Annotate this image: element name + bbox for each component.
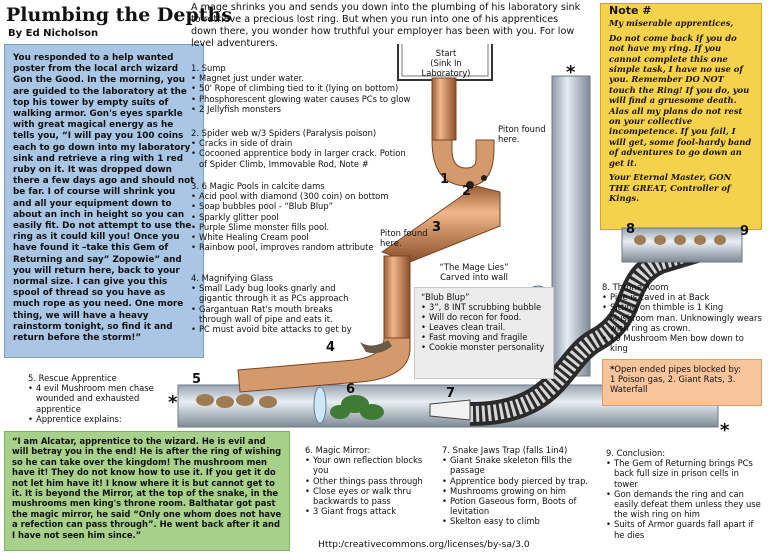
snake-jaws [429,399,471,421]
key-3-item: Rainbow pool, improves random attribute [191,242,391,252]
key-4-item: PC must avoid bite attacks to get by [191,324,367,334]
map-number-3: 3 [432,220,442,235]
note-heading: Note # [609,4,652,17]
key-8-item: Pipe is caved in at Back [602,292,762,302]
blub-item: Leaves clean trail. [421,322,547,332]
key-9-item: The Gem of Returning brings PCs back ful… [606,458,764,489]
blub-item: Fast moving and fragile [421,332,547,342]
key-8-throne-room: 8. Throne Room Pipe is caved in at Back … [602,282,762,353]
start-label: Start (Sink In Laboratory) [421,48,471,78]
key-1-sump: 1. Sump Magnet just under water. 50' Rop… [191,63,441,114]
spider [466,175,487,189]
rat-mouth [360,340,392,354]
intro-panel: You responded to a help wanted poster fr… [4,44,204,358]
key-4-item: Small Lady bug looks gnarly and gigantic… [191,283,367,303]
key-2-item: Cracks in side of drain [191,138,413,148]
key-7-item: Giant Snake skeleton fills the passage [442,455,600,475]
map-number-1: 1 [440,172,450,187]
key-4-item: Gargantuan Rat's mouth breaks through wa… [191,304,367,324]
map-number-7: 7 [446,386,456,401]
map-number-8: 8 [626,222,636,237]
key-3-item: White Healing Cream pool [191,232,391,242]
key-8-title: 8. Throne Room [602,282,669,292]
copper-pipe-4 [383,255,411,341]
blocked-title: *Open ended pipes blocked by: [610,364,742,374]
note-salutation: My miserable apprentices, [609,18,734,29]
key-1-item: Magnet just under water. [191,73,441,83]
magic-mirror [313,386,327,424]
mage-lies-label: “The Mage Lies” Carved into wall [439,262,509,282]
key-2-title: 2. Spider web w/3 Spiders (Paralysis poi… [191,128,377,138]
key-9-item: Gon demands the ring and can easily defe… [606,489,764,520]
key-7-item: Skelton easy to climb [442,516,600,526]
key-7-title: 7. Snake Jaws Trap (falls 1in4) [442,445,568,455]
key-6-magic-mirror: 6. Magic Mirror: Your own reflection blo… [305,445,435,517]
blocked-text: 1 Poison gas, 2. Giant Rats, 3. Waterfal… [610,374,736,395]
key-5-item: 4 evil Mushroom men chase wounded and ex… [28,383,180,414]
blocked-pipes-box: *Open ended pipes blocked by: 1 Poison g… [602,359,762,406]
key-3-magic-pools: 3. 6 Magic Pools in calcite dams Acid po… [191,181,391,253]
key-5-title: 5. Rescue Apprentice [28,373,117,383]
throne-room-pipe [621,227,743,263]
key-5-item: Apprentice explains: [28,414,180,424]
key-6-item: 3 Giant frogs attack [305,506,435,516]
key-1-item: Phosphorescent glowing water causes PCs … [191,94,441,104]
key-7-item: Mushrooms growing on him [442,486,600,496]
key-3-title: 3. 6 Magic Pools in calcite dams [191,181,325,191]
key-6-item: Your own reflection blocks you [305,455,435,475]
key-3-item: Purple Slime monster fills pool. [191,222,391,232]
key-3-item: Sparkly glitter pool [191,212,391,222]
note-signature: Your Eternal Master, GON THE GREAT, Cont… [609,172,732,203]
key-4-title: 4. Magnifying Glass [191,273,274,283]
key-2-spider-web: 2. Spider web w/3 Spiders (Paralysis poi… [191,128,413,169]
mushroom-men [196,235,726,408]
key-4-magnifying-glass: 4. Magnifying Glass Small Lady bug looks… [191,273,367,334]
key-8-item: Sitting on thimble is 1 King Mushroom ma… [602,302,762,333]
key-7-item: Potion Gaseous form, Boots of levitation [442,496,600,516]
blub-blup-box: “Blub Blup” 3”, 8 INT scrubbing bubble W… [414,287,554,379]
key-6-item: Other things pass through [305,476,435,486]
note-body: Do not come back if you do not have my r… [609,32,752,168]
map-number-6: 6 [346,382,356,397]
key-3-item: Soap bubbles pool - “Blub Blup” [191,201,391,211]
map-number-2: 2 [462,184,472,199]
key-6-title: 6. Magic Mirror: [305,445,371,455]
key-3-item: Acid pool with diamond (300 coin) on bot… [191,191,391,201]
piton-label-upper: Piton found here. [498,124,546,144]
key-9-conclusion: 9. Conclusion: The Gem of Returning brin… [606,448,764,540]
key-9-item: Suits of Armor guards fall apart if he d… [606,519,764,539]
blub-item: Cookie monster personality [421,342,547,352]
map-number-5: 5 [192,372,202,387]
key-1-title: 1. Sump [191,63,226,73]
author-byline: By Ed Nicholson [8,28,99,39]
key-7-item: Apprentice body pierced by trap. [442,476,600,486]
copper-p-trap [431,139,495,187]
key-5-rescue-apprentice: 5. Rescue Apprentice 4 evil Mushroom men… [28,373,180,424]
note-panel: Note # My miserable apprentices, Do not … [600,3,762,230]
blub-item: Will do recon for food. [421,312,547,322]
adventure-hook: A mage shrinks you and sends you down in… [191,2,581,49]
giant-frogs [330,395,384,420]
key-9-title: 9. Conclusion: [606,448,666,458]
page-title: Plumbing the Depths [6,4,233,26]
map-number-4: 4 [326,340,336,355]
copper-diagonal-pipe [380,185,501,263]
license-link[interactable]: Http:/creativecommons.org/licenses/by-sa… [318,539,530,550]
map-number-9: 9 [740,224,750,239]
key-7-snake-jaws: 7. Snake Jaws Trap (falls 1in4) Giant Sn… [442,445,600,527]
asterisk-top: * [566,62,576,83]
asterisk-right: * [720,420,730,441]
grey-vertical-pipe [551,75,591,377]
key-6-item: Close eyes or walk thru backwards to pas… [305,486,435,506]
apprentice-quote: “I am Alcatar, apprentice to the wizard.… [4,431,290,551]
key-1-item: 50' Rope of climbing tied to it (lying o… [191,83,441,93]
key-2-item: Cocooned apprentice body in larger crack… [191,148,413,168]
blub-title: “Blub Blup” [421,292,470,302]
key-1-item: 2 Jellyfish monsters [191,104,441,114]
key-8-item: 10 Mushroom Men bow down to king [602,333,762,353]
blub-item: 3”, 8 INT scrubbing bubble [421,302,547,312]
